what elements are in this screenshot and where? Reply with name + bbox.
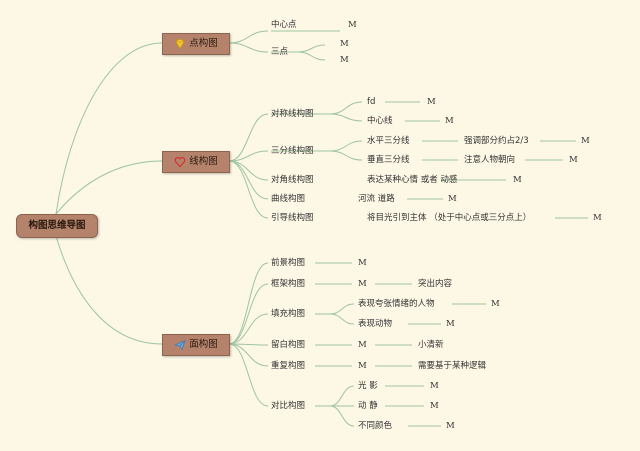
- leaf-m: M: [358, 340, 367, 350]
- branch-line-node[interactable]: 线构图: [162, 151, 230, 173]
- connector-line: [55, 235, 163, 345]
- node-thirds-line[interactable]: 三分线构图: [271, 146, 314, 156]
- node-diff-color[interactable]: 不同颜色: [358, 421, 393, 431]
- node-leading[interactable]: 引导线构图: [271, 213, 314, 223]
- connector-line: [329, 303, 355, 315]
- branch-line-label: 线构图: [189, 156, 218, 167]
- node-fd[interactable]: fd: [367, 97, 376, 107]
- connector-line: [329, 150, 363, 161]
- leaf-m: M: [569, 155, 578, 165]
- connector-line: [329, 405, 355, 427]
- connector-line: [297, 44, 326, 53]
- leaf-m: M: [340, 39, 349, 49]
- node-emphasis[interactable]: 强调部分约占2/3: [464, 136, 529, 146]
- branch-plane-label: 面构图: [189, 339, 218, 350]
- root-node[interactable]: 构图思维导图: [16, 214, 98, 238]
- node-fill-note2[interactable]: 表现动物: [358, 319, 393, 329]
- connector-line: [55, 42, 163, 215]
- node-frame-note[interactable]: 突出内容: [418, 279, 453, 289]
- node-whitespace-note[interactable]: 小清新: [418, 340, 444, 350]
- leaf-m: M: [513, 175, 522, 185]
- leaf-m: M: [446, 319, 455, 329]
- connector-line: [329, 140, 363, 152]
- node-repeat-note[interactable]: 需要基于某种逻辑: [418, 361, 487, 371]
- leaf-m: M: [491, 299, 500, 309]
- node-note-facing[interactable]: 注意人物朝向: [464, 155, 516, 165]
- leaf-m: M: [445, 116, 454, 126]
- connector-line: [228, 313, 269, 345]
- node-curve[interactable]: 曲线构图: [271, 194, 306, 204]
- connector-line: [297, 51, 326, 61]
- connector-line: [228, 343, 269, 367]
- connector-line: [228, 160, 269, 200]
- branch-plane-node[interactable]: 面构图: [162, 334, 230, 356]
- leaf-m: M: [593, 213, 602, 223]
- diamond-icon: [175, 39, 185, 50]
- heart-icon: [174, 157, 186, 168]
- leaf-m: M: [358, 279, 367, 289]
- connector-line: [228, 150, 269, 162]
- connector-line: [329, 313, 355, 325]
- branch-point-label: 点构图: [189, 38, 218, 49]
- connector-line: [329, 385, 355, 407]
- leaf-m: M: [430, 401, 439, 411]
- connector-line: [228, 42, 269, 53]
- node-frame[interactable]: 框架构图: [271, 279, 306, 289]
- connector-line: [228, 283, 269, 345]
- leaf-m: M: [448, 194, 457, 204]
- node-whitespace[interactable]: 留白构图: [271, 340, 306, 350]
- connector-line: [329, 101, 363, 115]
- node-diagonal[interactable]: 对角线构图: [271, 175, 314, 185]
- leaf-m: M: [340, 55, 349, 65]
- connector-line: [55, 160, 163, 215]
- connector-line: [228, 160, 269, 219]
- node-fill[interactable]: 填充构图: [271, 309, 306, 319]
- node-diagonal-note[interactable]: 表达某种心情 或者 动感: [367, 175, 458, 185]
- paper-plane-icon: [174, 339, 186, 351]
- node-motion-still[interactable]: 动 静: [358, 401, 378, 411]
- leaf-m: M: [358, 361, 367, 371]
- connector-line: [228, 160, 269, 181]
- node-fill-note1[interactable]: 表现夸张情绪的人物: [358, 299, 435, 309]
- connector-line: [329, 113, 363, 122]
- node-leading-note[interactable]: 将目光引到主体 （处于中心点或三分点上）: [367, 213, 532, 223]
- connector-line: [228, 113, 269, 162]
- node-light-shadow[interactable]: 光 影: [358, 381, 378, 391]
- leaf-m: M: [348, 20, 357, 30]
- leaf-m: M: [581, 136, 590, 146]
- branch-point-node[interactable]: 点构图: [162, 33, 230, 55]
- node-center-point[interactable]: 中心点: [271, 20, 297, 30]
- node-contrast[interactable]: 对比构图: [271, 401, 306, 411]
- node-center-line[interactable]: 中心线: [367, 116, 393, 126]
- connector-line: [228, 343, 269, 407]
- node-repeat[interactable]: 重复构图: [271, 361, 306, 371]
- node-horizontal-thirds[interactable]: 水平三分线: [367, 136, 410, 146]
- node-curve-note[interactable]: 河流 道路: [358, 194, 395, 204]
- leaf-m: M: [430, 381, 439, 391]
- node-vertical-thirds[interactable]: 垂直三分线: [367, 155, 410, 165]
- node-three-points[interactable]: 三点: [271, 47, 289, 57]
- node-symmetry[interactable]: 对称线构图: [271, 109, 314, 119]
- connector-line: [228, 30, 269, 44]
- connector-line: [228, 262, 269, 345]
- leaf-m: M: [427, 97, 436, 107]
- node-foreground[interactable]: 前景构图: [271, 258, 306, 268]
- leaf-m: M: [446, 421, 455, 431]
- leaf-m: M: [358, 258, 367, 268]
